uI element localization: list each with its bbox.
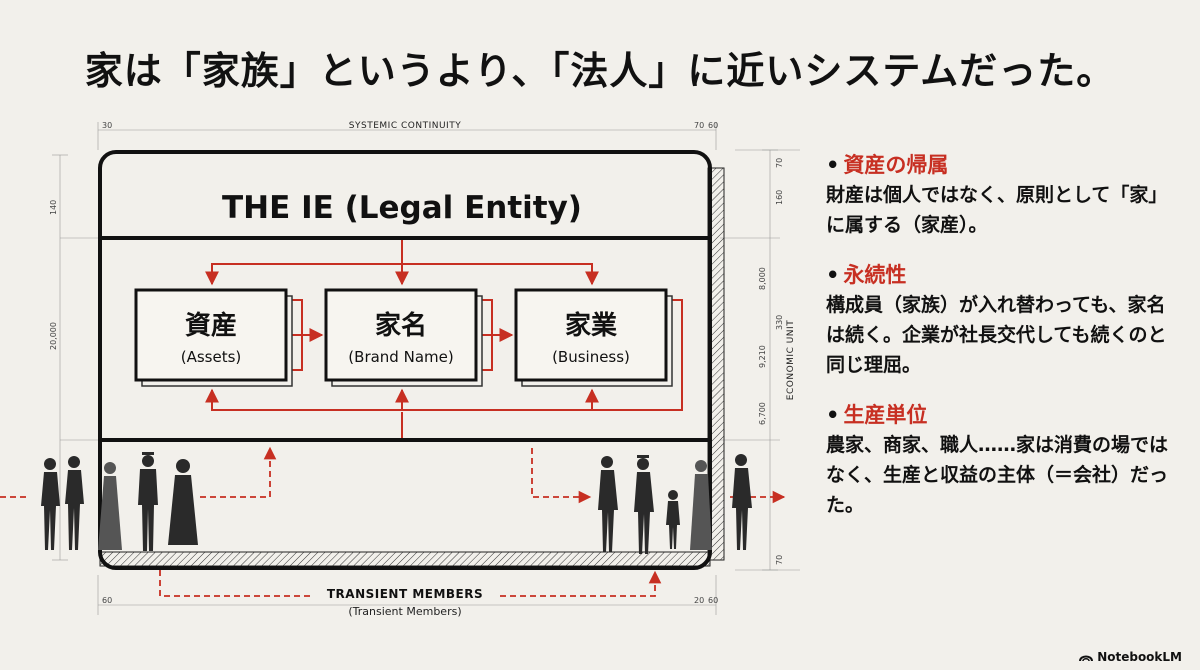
side-caption: ECONOMIC UNIT (786, 320, 796, 400)
notebooklm-logo-icon (1079, 655, 1094, 662)
person-silhouette (41, 458, 60, 550)
bullet-heading: 生産単位 (843, 403, 928, 427)
box-assets-sub: (Assets) (181, 348, 242, 366)
dim-right-b: 160 (775, 190, 784, 205)
dim-bottom-right-a: 20 (694, 596, 704, 605)
dim-top-right-a: 70 (694, 121, 704, 130)
box-brand-name: 家名 (Brand Name) (324, 288, 483, 387)
person-silhouette (666, 490, 680, 549)
person-silhouette (98, 462, 122, 550)
bullet-asset-ownership: •資産の帰属 財産は個人ではなく、原則として「家」に属する（家産）。 (826, 150, 1176, 240)
bullet-heading: 永続性 (843, 263, 907, 287)
dim-bottom-right-b: 60 (708, 596, 718, 605)
box-brand-sub: (Brand Name) (348, 348, 453, 366)
dim-bottom-left: 60 (102, 596, 112, 605)
floor-hatch (99, 551, 711, 567)
brand-watermark: NotebookLM (1079, 650, 1182, 664)
top-caption: SYSTEMIC CONTINUITY (349, 121, 461, 131)
person-silhouette (65, 456, 84, 550)
person-silhouette (634, 455, 654, 554)
bullet-heading: 資産の帰属 (843, 153, 949, 177)
bottom-caption: TRANSIENT MEMBERS (327, 587, 483, 601)
dimension-lines (52, 122, 800, 615)
flow-lines (205, 240, 683, 438)
person-silhouette (138, 452, 158, 551)
bullet-production-unit: •生産単位 農家、商家、職人……家は消費の場ではなく、生産と収益の主体（＝会社）… (826, 400, 1176, 520)
page-title: 家は「家族」というより、「法人」に近いシステムだった。 (84, 49, 1116, 93)
person-silhouette (598, 456, 618, 552)
entity-label: THE IE (Legal Entity) (222, 190, 582, 226)
box-business-main: 家業 (565, 310, 617, 341)
bullet-dot: • (826, 153, 840, 177)
bullet-list: •資産の帰属 財産は個人ではなく、原則として「家」に属する（家産）。 •永続性 … (826, 150, 1176, 540)
bullet-body: 構成員（家族）が入れ替わっても、家名は続く。企業が社長交代しても続くのと同じ理屈… (826, 294, 1167, 376)
dim-top-left: 30 (102, 121, 112, 130)
ie-system-diagram: 30 70 60 140 20,000 70 160 8,000 330 9,2… (0, 121, 800, 618)
brand-name: NotebookLM (1097, 650, 1182, 664)
box-business: 家業 (Business) (514, 288, 673, 387)
bullet-body: 農家、商家、職人……家は消費の場ではなく、生産と収益の主体（＝会社）だった。 (826, 434, 1169, 516)
person-silhouette (168, 459, 198, 545)
bullet-permanence: •永続性 構成員（家族）が入れ替わっても、家名は続く。企業が社長交代しても続くの… (826, 260, 1176, 380)
bullet-dot: • (826, 263, 840, 287)
box-assets: 資産 (Assets) (134, 288, 293, 387)
dim-right-a: 70 (775, 158, 784, 168)
dim-right-g: 70 (775, 555, 784, 565)
dim-right-f: 6,700 (758, 402, 767, 425)
person-silhouette (732, 454, 752, 550)
dim-right-d: 330 (775, 315, 784, 330)
bullet-dot: • (826, 403, 840, 427)
dim-left-a: 140 (49, 200, 58, 215)
dim-top-right-b: 60 (708, 121, 718, 130)
box-business-sub: (Business) (552, 348, 630, 366)
box-assets-main: 資産 (185, 310, 237, 341)
people-right-group (598, 454, 752, 554)
people-left-group (41, 452, 198, 551)
bullet-body: 財産は個人ではなく、原則として「家」に属する（家産）。 (826, 184, 1168, 236)
person-silhouette (690, 460, 712, 550)
bottom-subcaption: (Transient Members) (348, 605, 461, 618)
dim-right-e: 9,210 (758, 345, 767, 368)
member-flow-lines (0, 446, 786, 597)
ie-frame (98, 150, 712, 570)
dim-right-c: 8,000 (758, 267, 767, 290)
dim-left-b: 20,000 (49, 322, 58, 350)
box-brand-main: 家名 (375, 310, 427, 341)
